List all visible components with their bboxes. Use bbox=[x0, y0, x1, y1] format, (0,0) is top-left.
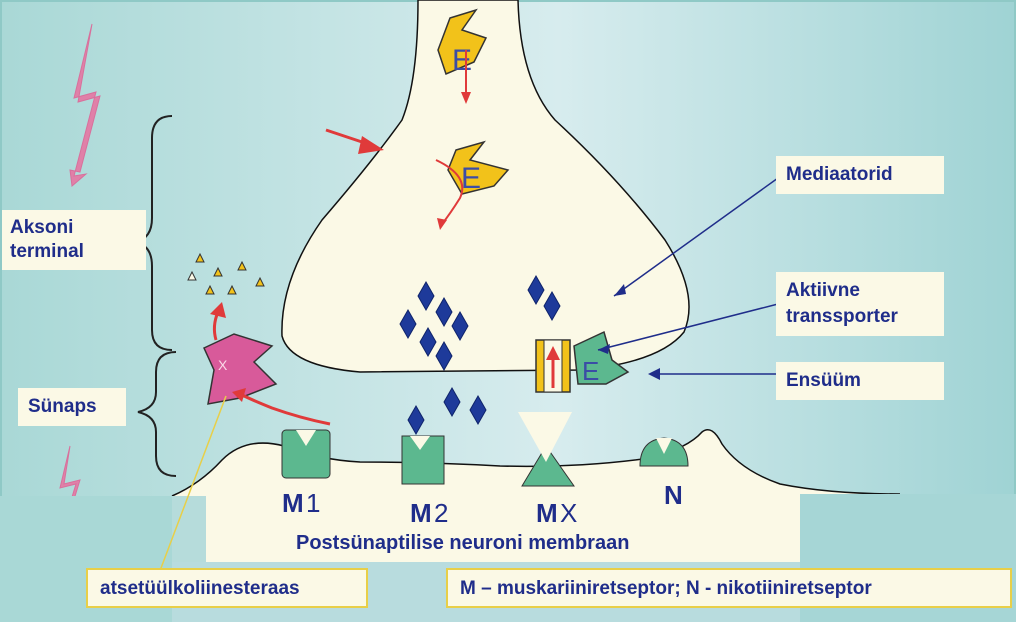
receptor-m1-sub: 1 bbox=[306, 488, 320, 518]
axon-terminal-label: Aksoni terminal bbox=[2, 210, 146, 270]
acetylcholinesterase-callout-line bbox=[157, 395, 227, 577]
x-letter: X bbox=[218, 357, 228, 373]
active-transporter bbox=[535, 339, 571, 393]
acetylcholinesterase-label-text: atsetüülkoliinesteraas bbox=[100, 578, 300, 599]
receptor-m1-letter: M bbox=[282, 488, 304, 518]
synapse-brace bbox=[137, 351, 177, 477]
receptor-mx-letter: M bbox=[536, 498, 558, 528]
mediators-callout-line bbox=[613, 177, 779, 297]
acetylcholinesterase-label: atsetüülkoliinesteraas bbox=[86, 568, 368, 608]
transporter-callout-arrowhead bbox=[598, 344, 610, 354]
receptor-m2-sub: 2 bbox=[434, 498, 448, 528]
breakdown-products bbox=[187, 252, 265, 295]
active-transporter-label-line2: transsporter bbox=[786, 306, 898, 327]
axon-terminal-label-line1: Aksoni bbox=[10, 217, 74, 238]
acetylcholinesterase-molecule: X bbox=[203, 302, 331, 426]
enzyme-molecule-middle: E bbox=[435, 140, 510, 230]
e-letter-top: E bbox=[452, 44, 472, 77]
incoming-arrow bbox=[325, 128, 384, 154]
ensyme-molecule: E bbox=[573, 330, 630, 386]
mediators-callout-arrowhead bbox=[614, 284, 626, 296]
mediators-label: Mediaatorid bbox=[776, 156, 944, 194]
e-letter-middle: E bbox=[461, 162, 481, 195]
mediator-diamonds-cleft bbox=[407, 386, 487, 436]
receptor-n bbox=[632, 437, 722, 494]
legend-label: M – muskariiniretseptor; N - nikotiinire… bbox=[446, 568, 1012, 608]
receptor-m2 bbox=[401, 435, 445, 485]
receptor-n-letter: N bbox=[664, 480, 683, 510]
axon-terminal-label-line2: terminal bbox=[10, 241, 84, 262]
mediators-label-text: Mediaatorid bbox=[786, 164, 893, 185]
enzyme-label-text: Ensüüm bbox=[786, 370, 861, 391]
lightning-icon-top bbox=[69, 23, 101, 187]
synapse-label: Sünaps bbox=[18, 388, 126, 426]
membrane-label: Postsünaptilise neuroni membraan bbox=[296, 532, 630, 554]
synapse-label-text: Sünaps bbox=[28, 396, 97, 417]
legend-label-text: M – muskariiniretseptor; N - nikotiinire… bbox=[460, 578, 872, 599]
enzyme-molecule-top: E bbox=[437, 8, 488, 104]
transporter-callout-line bbox=[597, 303, 779, 351]
receptor-m2-letter: M bbox=[410, 498, 432, 528]
e-letter-green: E bbox=[582, 356, 599, 386]
postsynaptic-membrane-outline bbox=[171, 429, 901, 497]
mediator-diamonds-terminal bbox=[399, 274, 561, 372]
membrane-base-left-gap bbox=[172, 496, 206, 562]
receptor-m1 bbox=[281, 429, 331, 479]
receptor-mx bbox=[518, 412, 575, 487]
enzyme-label: Ensüüm bbox=[776, 362, 944, 400]
enzyme-callout-arrowhead bbox=[648, 368, 660, 380]
active-transporter-label-line1: Aktiivne bbox=[786, 280, 860, 301]
active-transporter-label: Aktiivne transsporter bbox=[776, 272, 944, 336]
receptor-mx-sub: X bbox=[560, 498, 577, 528]
